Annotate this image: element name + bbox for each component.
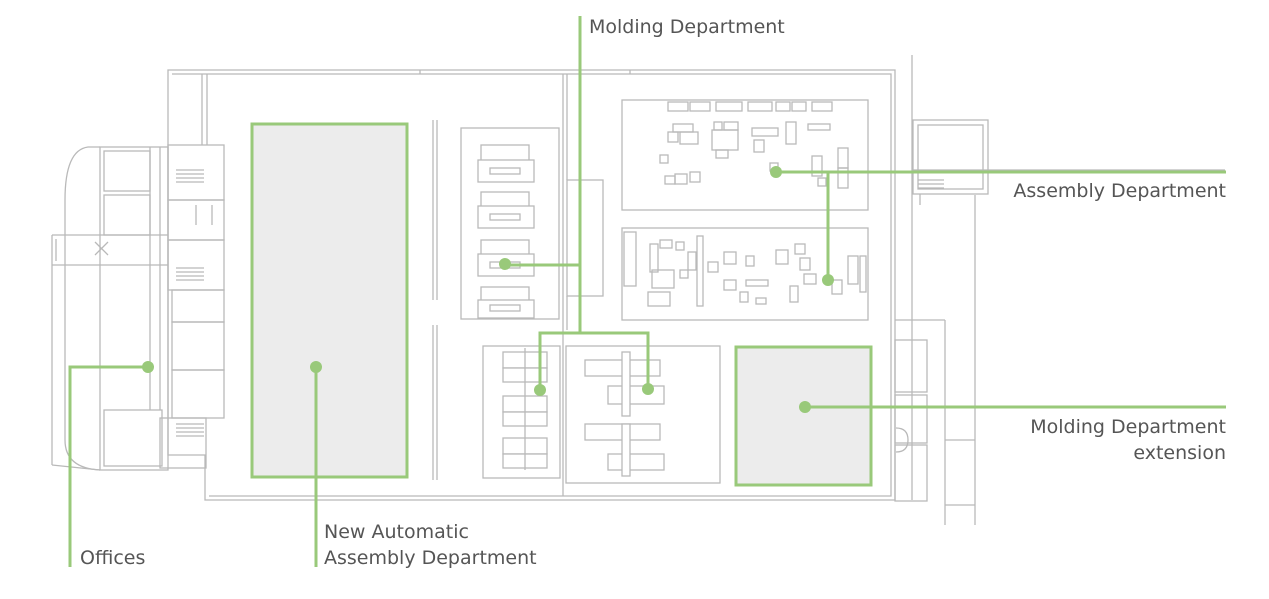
leader-lines <box>68 16 1226 567</box>
assembly-area-lower <box>621 227 869 321</box>
label-molding-extension-line1: Molding Department <box>1030 416 1226 438</box>
label-molding-extension-line2: extension <box>1133 442 1226 464</box>
dot-offices <box>142 361 154 373</box>
office-wing <box>51 144 225 471</box>
label-molding-department: Molding Department <box>589 16 785 38</box>
column-lines <box>432 120 438 480</box>
label-new-automatic-assembly-line1: New Automatic <box>324 521 469 543</box>
dot-molding-upper <box>499 258 511 270</box>
dot-assembly-lower <box>822 274 834 286</box>
label-molding-extension: Molding Department extension <box>1030 414 1226 466</box>
molding-area-upper <box>460 127 604 320</box>
assembly-area-upper <box>621 99 869 211</box>
leader-dots <box>142 166 834 413</box>
right-annex <box>894 55 1225 525</box>
molding-extension-area <box>734 345 873 487</box>
label-offices: Offices <box>80 547 146 569</box>
molding-area-lower <box>482 345 721 484</box>
dot-assembly-upper <box>770 166 782 178</box>
label-assembly-department: Assembly Department <box>1013 180 1226 202</box>
label-new-automatic-assembly: New Automatic Assembly Department <box>324 519 537 571</box>
new-automatic-assembly-area <box>250 122 409 479</box>
dot-molding-lower-right <box>642 383 654 395</box>
dot-molding-lower-left <box>534 384 546 396</box>
label-new-automatic-assembly-line2: Assembly Department <box>324 547 537 569</box>
dot-molding-extension <box>799 401 811 413</box>
dot-new-automatic-assembly <box>310 361 322 373</box>
